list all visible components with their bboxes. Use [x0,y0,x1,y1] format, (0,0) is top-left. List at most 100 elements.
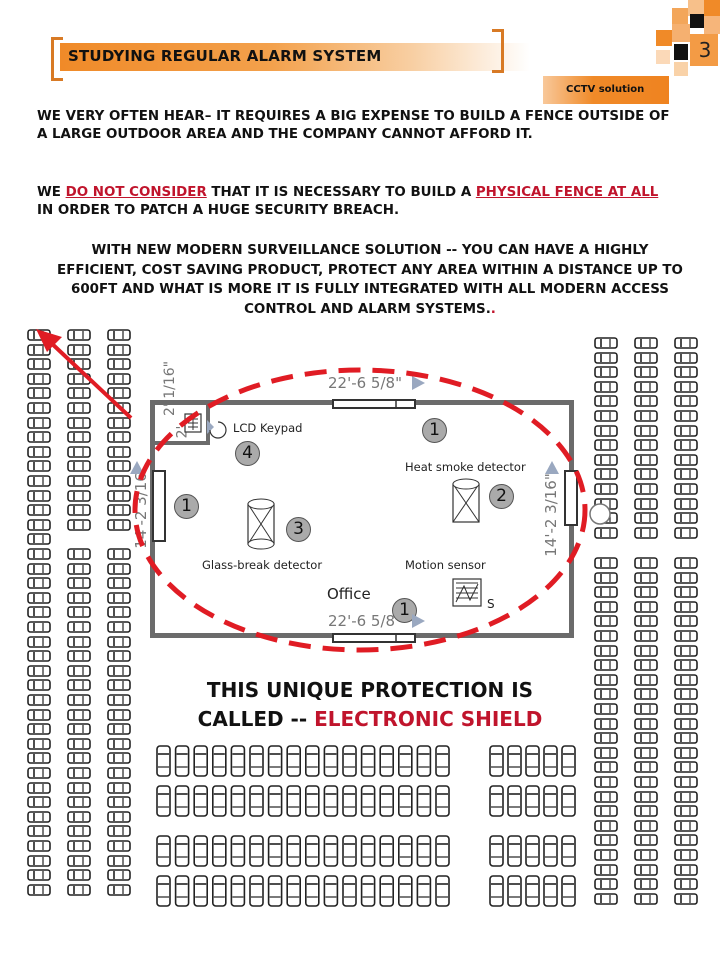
parked-car-icon [360,875,376,907]
parked-car-icon [634,791,658,803]
parked-car-icon [594,645,618,657]
parked-car-icon [27,533,51,545]
parked-car-icon [27,752,51,764]
parked-car-icon [634,483,658,495]
parked-car-icon [107,606,131,618]
parked-car-icon [67,606,91,618]
parked-car-icon [286,785,302,817]
parked-car-icon [323,745,339,777]
headline-line-2-prefix: CALLED -- [197,707,315,731]
parked-car-icon [107,329,131,341]
parked-car-icon [67,402,91,414]
paragraph-1: WE VERY OFTEN HEAR– IT REQUIRES A BIG EX… [37,109,670,142]
parked-car-icon [67,636,91,648]
glass-break-label: Glass-break detector [202,558,323,572]
parked-car-icon [107,460,131,472]
parked-car-icon [525,785,540,817]
parked-car-icon [674,805,698,817]
parked-car-icon [674,747,698,759]
parked-car-icon [27,869,51,881]
parked-car-icon [594,805,618,817]
parked-car-icon [507,875,522,907]
parked-car-icon [507,785,522,817]
parked-car-icon [193,785,208,817]
parked-car-icon [561,835,576,867]
parked-car-icon [674,572,698,584]
office-label: Office [327,585,371,603]
parked-car-icon [67,577,91,589]
parked-car-icon [27,621,51,633]
subtitle-bar [543,76,669,104]
parked-car-icon [674,703,698,715]
parked-car-icon [267,875,283,907]
parked-car-icon [397,875,413,907]
parked-car-icon [561,745,576,777]
parked-car-icon [67,825,91,837]
parked-car-icon [27,548,51,560]
parked-car-icon [67,475,91,487]
parked-car-icon [107,490,131,502]
s-label: S [487,597,495,611]
parked-car-icon [360,835,376,867]
physical-fence-text: PHYSICAL FENCE AT ALL [475,185,659,200]
parked-car-icon [674,849,698,861]
marker-1-left: 1 [174,494,199,519]
parked-car-icon [212,835,227,867]
window-right [564,470,578,526]
title-bar [60,43,530,71]
parked-car-icon [107,782,131,794]
parked-car-icon [543,745,558,777]
parked-car-icon [267,745,283,777]
parked-car-icon [27,592,51,604]
parked-car-icon [27,446,51,458]
parked-car-icon [594,747,618,759]
parked-car-icon [594,864,618,876]
parked-car-icon [674,732,698,744]
parked-car-icon [594,615,618,627]
parked-car-icon [634,410,658,422]
parked-car-icon [674,761,698,773]
parked-car-icon [634,864,658,876]
parked-car-icon [27,358,51,370]
parked-car-icon [634,805,658,817]
parked-car-icon [435,785,450,817]
parked-car-icon [249,745,264,777]
parked-car-icon [27,796,51,808]
parked-car-icon [594,601,618,613]
parked-car-icon [304,785,320,817]
parked-car-icon [543,835,558,867]
parked-car-icon [27,344,51,356]
parked-car-icon [342,875,357,907]
parked-car-icon [27,738,51,750]
parked-car-icon [594,659,618,671]
parked-car-icon [674,776,698,788]
parked-car-icon [634,732,658,744]
parked-car-icon [594,483,618,495]
parked-car-icon [525,835,540,867]
parked-car-icon [304,745,320,777]
parked-car-icon [27,504,51,516]
bracket-left [51,37,63,81]
parked-car-icon [67,650,91,662]
parked-car-icon [634,601,658,613]
parked-car-icon [594,893,618,905]
parked-car-icon [107,636,131,648]
parked-car-icon [594,703,618,715]
arrow-closet-dim [207,420,214,434]
parked-car-icon [249,785,264,817]
parked-car-icon [634,366,658,378]
parked-car-icon [674,718,698,730]
parked-car-icon [67,752,91,764]
heat-smoke-label: Heat smoke detector [405,460,526,474]
parked-car-icon [489,745,504,777]
parked-car-icon [674,674,698,686]
parked-car-icon [674,878,698,890]
parked-car-icon [674,410,698,422]
parked-car-icon [634,498,658,510]
parked-car-icon [674,791,698,803]
parked-car-icon [416,875,432,907]
parked-car-icon [67,329,91,341]
parked-car-icon [634,688,658,700]
parked-car-icon [107,344,131,356]
parked-car-icon [27,563,51,575]
